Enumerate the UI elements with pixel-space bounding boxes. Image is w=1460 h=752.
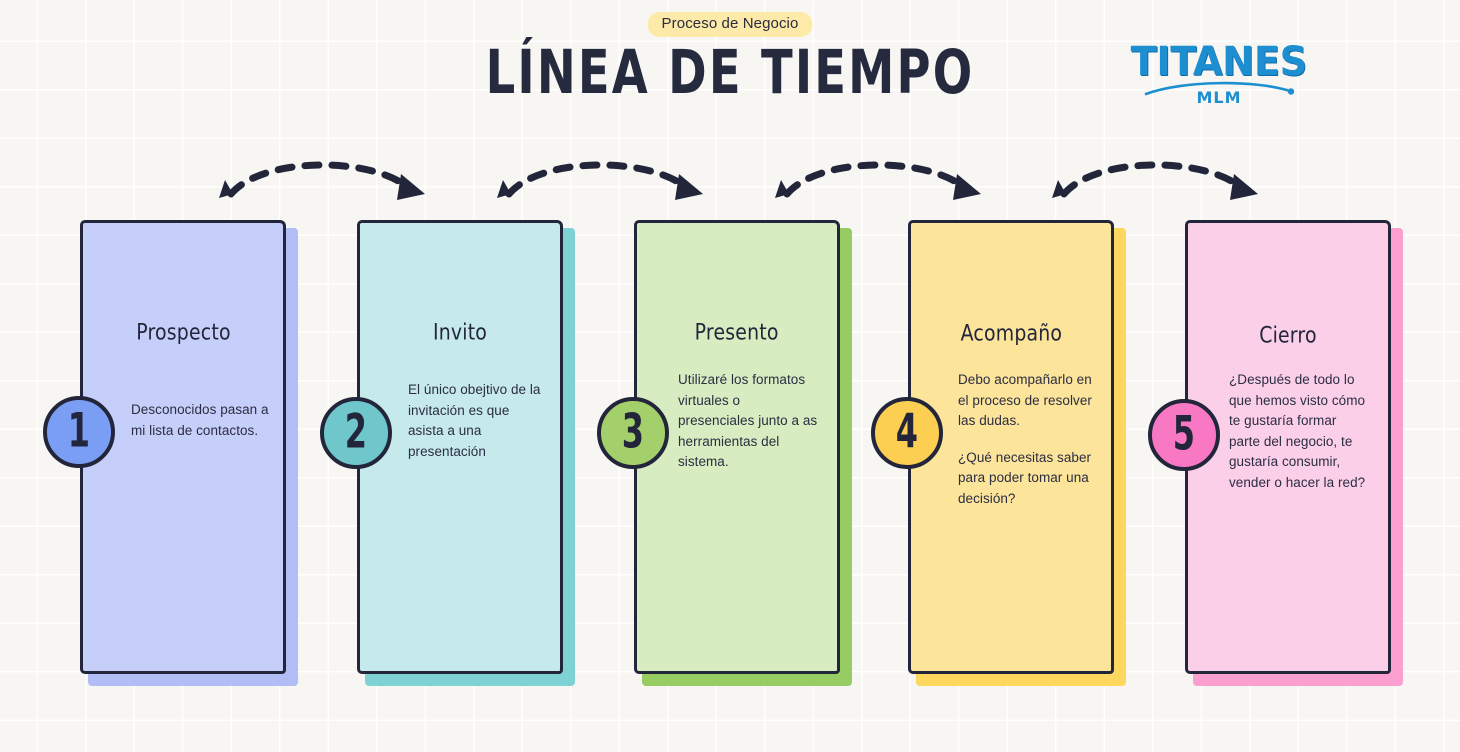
card-paragraph: ¿Qué necesitas saber para poder tomar un…: [958, 449, 1092, 506]
step-number: 1: [67, 403, 91, 459]
arrow-step-3-to-4: [775, 161, 981, 200]
card-title: Cierro: [1185, 322, 1391, 348]
eyebrow-badge: Proceso de Negocio: [647, 12, 813, 37]
card-title: Prospecto: [80, 319, 286, 345]
logo-wordmark: TITANES: [1124, 40, 1314, 84]
card-paragraph: El único obejtivo de la invitación es qu…: [408, 382, 541, 459]
page-title: LÍNEA DE TIEMPO: [446, 37, 1014, 108]
step-number: 3: [621, 404, 645, 460]
card-title: Acompaño: [908, 320, 1114, 346]
arrow-step-4-to-5: [1052, 161, 1258, 200]
card-title-text: Invito: [432, 319, 488, 345]
step-number-badge: 4: [871, 397, 943, 469]
card-paragraph: Utilizaré los formatos virtuales o prese…: [678, 372, 818, 469]
timeline-step-2[interactable]: Invito El único obejtivo de la invitació…: [320, 220, 575, 690]
step-number-badge: 3: [597, 397, 669, 469]
card-title-text: Acompaño: [960, 320, 1062, 346]
card-title-text: Prospecto: [135, 319, 231, 345]
arrow-step-1-to-2: [219, 161, 425, 200]
card-paragraph: Desconocidos pasan a mi lista de contact…: [131, 402, 269, 438]
card-text: Desconocidos pasan a mi lista de contact…: [131, 400, 271, 441]
card-text: Debo acompañarlo en el proceso de resolv…: [958, 370, 1098, 509]
step-number: 2: [344, 404, 368, 460]
card-text: El único obejtivo de la invitación es qu…: [408, 380, 548, 462]
arrow-step-2-to-3: [497, 161, 703, 200]
logo-swoosh-icon: [1144, 81, 1295, 96]
step-number: 4: [895, 404, 919, 460]
card-title: Invito: [357, 319, 563, 345]
card-body: [80, 220, 286, 674]
timeline-step-3[interactable]: Presento Utilizaré los formatos virtuale…: [597, 220, 852, 690]
logo-subtext: MLM: [1196, 88, 1242, 107]
step-number-badge: 2: [320, 397, 392, 469]
card-title: Presento: [634, 319, 840, 345]
card-title-text: Cierro: [1259, 322, 1317, 348]
page-title-text: LÍNEA DE TIEMPO: [485, 37, 975, 108]
brand-logo: TITANES MLM: [1124, 40, 1314, 112]
step-number-badge: 5: [1148, 399, 1220, 471]
card-title-text: Presento: [695, 319, 779, 345]
card-paragraph: ¿Después de todo lo que hemos visto cómo…: [1229, 372, 1366, 490]
step-number: 5: [1172, 406, 1196, 462]
header: Proceso de Negocio LÍNEA DE TIEMPO TITAN…: [0, 0, 1460, 140]
card-text: Utilizaré los formatos virtuales o prese…: [678, 370, 818, 473]
logo-wordmark-text: TITANES: [1130, 39, 1308, 85]
step-number-badge: 1: [43, 396, 115, 468]
timeline-step-5[interactable]: Cierro ¿Después de todo lo que hemos vis…: [1148, 220, 1403, 690]
timeline-step-4[interactable]: Acompaño Debo acompañarlo en el proceso …: [871, 220, 1126, 690]
timeline-step-1[interactable]: Prospecto Desconocidos pasan a mi lista …: [43, 220, 298, 690]
card-paragraph: Debo acompañarlo en el proceso de resolv…: [958, 372, 1092, 428]
card-text: ¿Después de todo lo que hemos visto cómo…: [1229, 370, 1369, 493]
